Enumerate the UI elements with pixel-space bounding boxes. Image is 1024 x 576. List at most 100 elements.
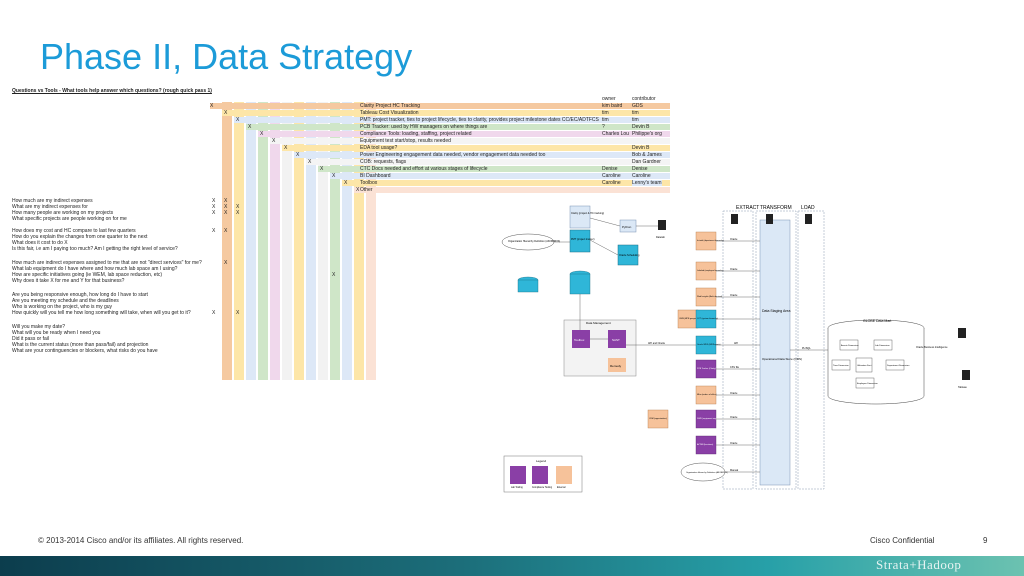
source-pmt-label: PMT (project tracker) xyxy=(571,238,595,241)
question: What are your continguencies or blockers… xyxy=(12,348,158,354)
link-label: Oracle xyxy=(730,268,738,271)
tool-contributor: Bob & James xyxy=(632,152,662,158)
cell-marker: X xyxy=(236,310,240,316)
cell-marker: X xyxy=(212,204,216,210)
dimension-box xyxy=(839,339,859,351)
link-label: PL/SQL xyxy=(802,347,811,350)
tool-name: PCB Tracker: used by HW managers on wher… xyxy=(360,124,488,130)
consumer-server-icon xyxy=(958,328,966,338)
link-label: Oracle xyxy=(730,238,738,241)
tool-marker: X xyxy=(260,131,264,137)
cell-marker: X xyxy=(224,260,228,266)
extract-node-label: OWB (MPB geography hierarchy) xyxy=(679,318,709,320)
matrix-column xyxy=(342,102,352,380)
etl-architecture-diagram: EXTRACT TRANSFORM LOAD Data Staging Area… xyxy=(501,205,970,493)
tool-contributor: Dan Gardner xyxy=(632,159,661,165)
ods-label: Operational Data Store (ODS) xyxy=(762,357,802,361)
tool-owner: Caroline xyxy=(602,180,621,186)
tool-marker: X xyxy=(224,110,228,116)
db-cylinder-icon xyxy=(517,279,539,293)
extract-node-label: Oracle WDX (HR/Reports) xyxy=(697,343,721,346)
tool-marker: X xyxy=(210,103,214,109)
tool-marker: X xyxy=(284,145,288,151)
link-label: API xyxy=(734,342,738,345)
strata-hadoop-logo: Strata+Hadoop xyxy=(876,557,962,572)
link-label: Oracle xyxy=(730,416,738,419)
question: Did it pass or fail xyxy=(12,336,49,342)
question: What does it cost to do X xyxy=(12,240,68,246)
extract-node-label: Mfan (orders of office) xyxy=(697,394,717,396)
question: Will you make my date? xyxy=(12,324,66,330)
tool-row: X EDA tool usage? xyxy=(282,145,670,151)
cell-marker: X xyxy=(236,204,240,210)
db-cylinder-icon xyxy=(569,273,591,295)
page-number: 9 xyxy=(983,536,988,545)
question: Is this fair, i.e am I paying too much? … xyxy=(12,246,178,252)
dimension-label: Employee Dimension xyxy=(857,383,878,385)
question: Why does it take X for me and Y for that… xyxy=(12,278,125,284)
extract-node-label: In-total (department hierarchy) xyxy=(697,239,724,242)
tool-name: CTC Docs needed and effort at various st… xyxy=(360,166,488,172)
phase-load: LOAD xyxy=(801,205,815,211)
tool-owner: kim baird xyxy=(602,103,623,109)
tool-row: X Power Engineering engagement data need… xyxy=(294,152,670,158)
org-hierarchy-bottom-label: Organization Hierarchy Definition (AKOB/… xyxy=(686,471,728,474)
extract-box xyxy=(722,210,754,490)
tool-row: X Equipment test start/stop, results nee… xyxy=(270,138,670,144)
tool-row: X Toolbox xyxy=(342,180,670,186)
cell-marker: X xyxy=(212,210,216,216)
tool-name: Toolbox xyxy=(360,180,378,186)
matrix-column xyxy=(222,102,232,380)
question: What lab equipment do I have where and h… xyxy=(12,266,178,272)
cell-marker: X xyxy=(212,310,216,316)
matrix-column xyxy=(270,102,280,380)
slide-title: Phase II, Data Strategy xyxy=(40,36,413,77)
consumer-tableau-label: Tableau xyxy=(958,386,967,389)
tool-row: X Other xyxy=(354,187,670,193)
connector xyxy=(589,217,621,227)
dimension-box xyxy=(873,339,893,351)
dimension-label: Department Dimension xyxy=(887,364,910,367)
link-label: Oracle xyxy=(730,442,738,445)
staging-label: Data Staging Area xyxy=(762,309,790,313)
dimension-label: Assets Dimension xyxy=(841,344,859,347)
question: What will you be ready when I need you xyxy=(12,330,101,336)
source-oracle-label: Oracle Scheduling xyxy=(619,254,640,257)
data-management-label: Data Management xyxy=(586,321,611,325)
link-label: Manual xyxy=(730,469,739,472)
sast-label: SAST xyxy=(612,338,620,342)
server-icon xyxy=(766,214,773,224)
footer-bar xyxy=(0,556,1024,576)
tool-marker: X xyxy=(320,166,324,172)
fact-label: Utilization Fact xyxy=(857,364,872,367)
tool-contributor: Lenny's team xyxy=(632,180,662,186)
question: Are you meeting my schedule and the dead… xyxy=(12,298,119,304)
tool-row: X COB: requests, flags xyxy=(306,159,670,165)
dimension-box xyxy=(831,359,851,371)
question: How quickly will you tell me how long so… xyxy=(12,310,191,316)
matrix-column xyxy=(282,102,292,380)
tool-row: X BI Dashboard xyxy=(330,173,670,179)
matrix-column xyxy=(234,102,244,380)
extract-node-label: CRM (opportunities) xyxy=(649,417,667,420)
phase-extract: EXTRACT xyxy=(736,205,759,211)
cell-marker: X xyxy=(224,204,228,210)
remedy-db-icon xyxy=(608,358,626,372)
cell-marker: X xyxy=(212,228,216,234)
tool-name: BI Dashboard xyxy=(360,173,391,179)
extract-node-label: AVTEB (locations) xyxy=(697,443,714,446)
extract-node-label: PCB Tracker (Clarity) xyxy=(697,367,716,370)
server-icon xyxy=(805,214,812,224)
tool-row: X Compliance Tools: loading, staffing, p… xyxy=(258,131,670,137)
question: Are you being responsive enough, how lon… xyxy=(12,292,148,298)
legend-label: Lab Tooling xyxy=(511,487,523,489)
tool-row: X Tableau Cost Visualization xyxy=(222,110,670,116)
tool-marker: X xyxy=(344,180,348,186)
question: What are my indirect expenses for xyxy=(12,204,88,210)
cell-marker: X xyxy=(332,272,336,278)
tool-contributor: Philippe's org xyxy=(632,131,662,137)
owner-header: owner xyxy=(602,96,616,102)
source-clarity xyxy=(569,205,591,229)
consumer-server-icon xyxy=(962,370,970,380)
tool-row: X Clarity Project HC Tracking xyxy=(210,103,670,109)
